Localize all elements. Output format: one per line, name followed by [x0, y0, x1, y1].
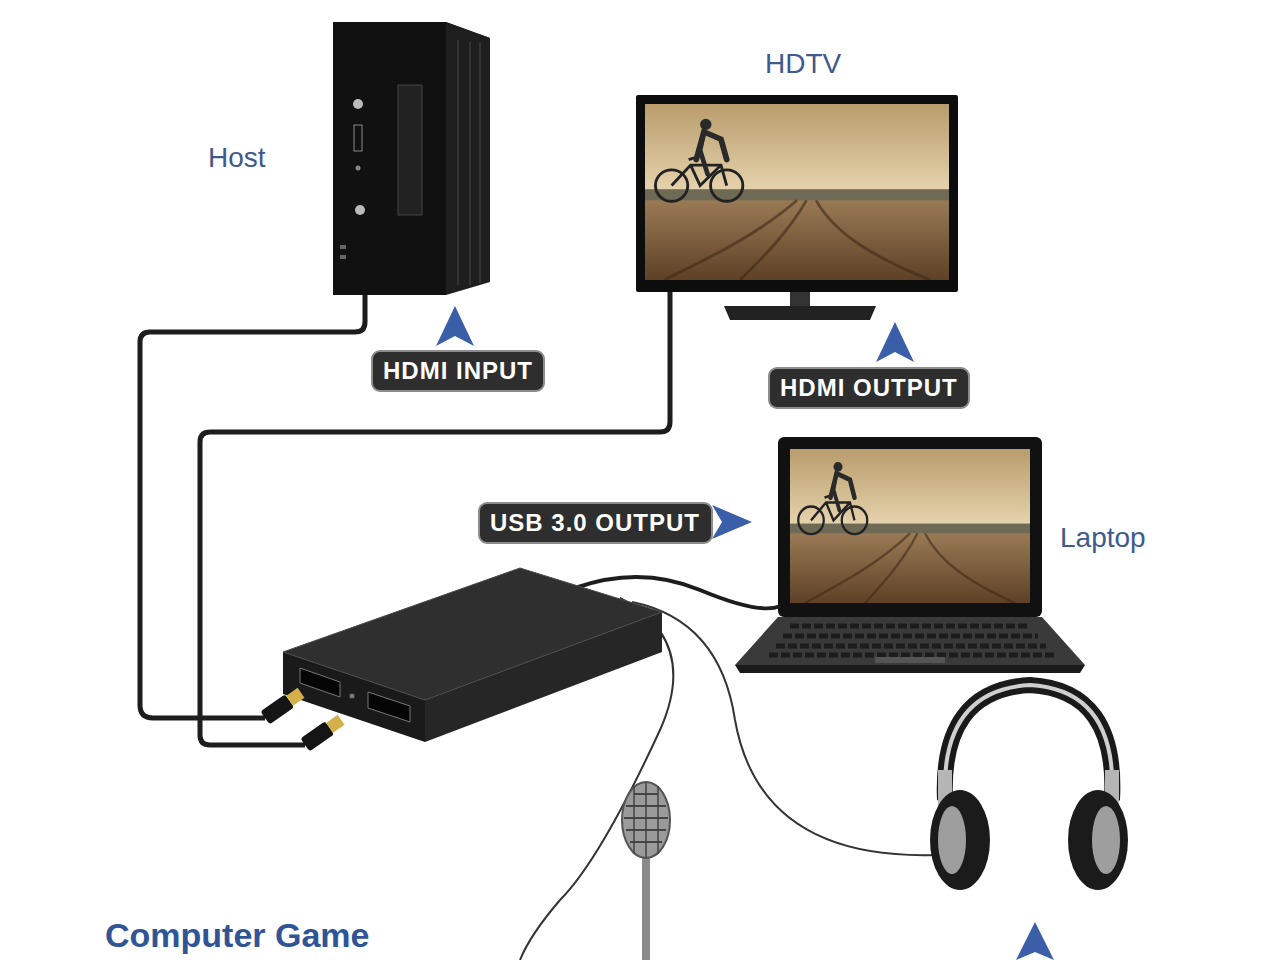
- card-led: [350, 694, 355, 699]
- callout-badge: HDMI INPUT: [371, 350, 545, 392]
- reset-button: [355, 205, 365, 215]
- front-led: [340, 255, 346, 259]
- keyboard: [769, 626, 1054, 655]
- card-top: [283, 568, 662, 700]
- hdmi-plug: [260, 686, 305, 724]
- callout-badge: HDMI OUTPUT: [768, 367, 970, 409]
- hdmi-port: [368, 692, 410, 722]
- laptop-lid: [778, 437, 1042, 617]
- badge-text: HDMI OUTPUT: [780, 374, 958, 402]
- pointer-arrow: [876, 322, 914, 362]
- hdmi-port: [300, 668, 340, 697]
- front-port: [354, 125, 362, 151]
- tower-vents: [458, 40, 480, 285]
- badge-text: HDMI INPUT: [383, 357, 533, 385]
- power-button: [353, 99, 363, 109]
- laptop-screen: [790, 449, 1030, 603]
- headphones: [930, 685, 1128, 890]
- touchpad: [875, 657, 945, 663]
- tv-screen: [645, 104, 949, 280]
- tv-bezel: [636, 95, 958, 292]
- led: [356, 166, 361, 171]
- device-label: HDTV: [765, 48, 841, 80]
- device-label: Host: [208, 142, 266, 174]
- caption-label: Computer Game: [105, 916, 370, 954]
- pointer-arrow: [712, 505, 752, 539]
- drive-bay: [398, 85, 422, 215]
- device-label: Laptop: [1060, 522, 1146, 554]
- microphone: [622, 782, 670, 960]
- badge-text: USB 3.0 OUTPUT: [490, 509, 700, 537]
- tv-neck: [790, 292, 810, 306]
- tower-side: [446, 22, 490, 295]
- tv-base: [724, 306, 876, 320]
- front-led: [340, 245, 346, 249]
- callout-badge: USB 3.0 OUTPUT: [478, 502, 713, 544]
- pointer-arrow: [1016, 922, 1054, 960]
- headphone-cable: [632, 602, 935, 855]
- laptop-edge: [735, 665, 1085, 673]
- pointer-arrow: [436, 306, 474, 346]
- hdmi-plug: [300, 713, 345, 751]
- laptop-deck: [735, 617, 1085, 665]
- tower-front: [333, 22, 446, 295]
